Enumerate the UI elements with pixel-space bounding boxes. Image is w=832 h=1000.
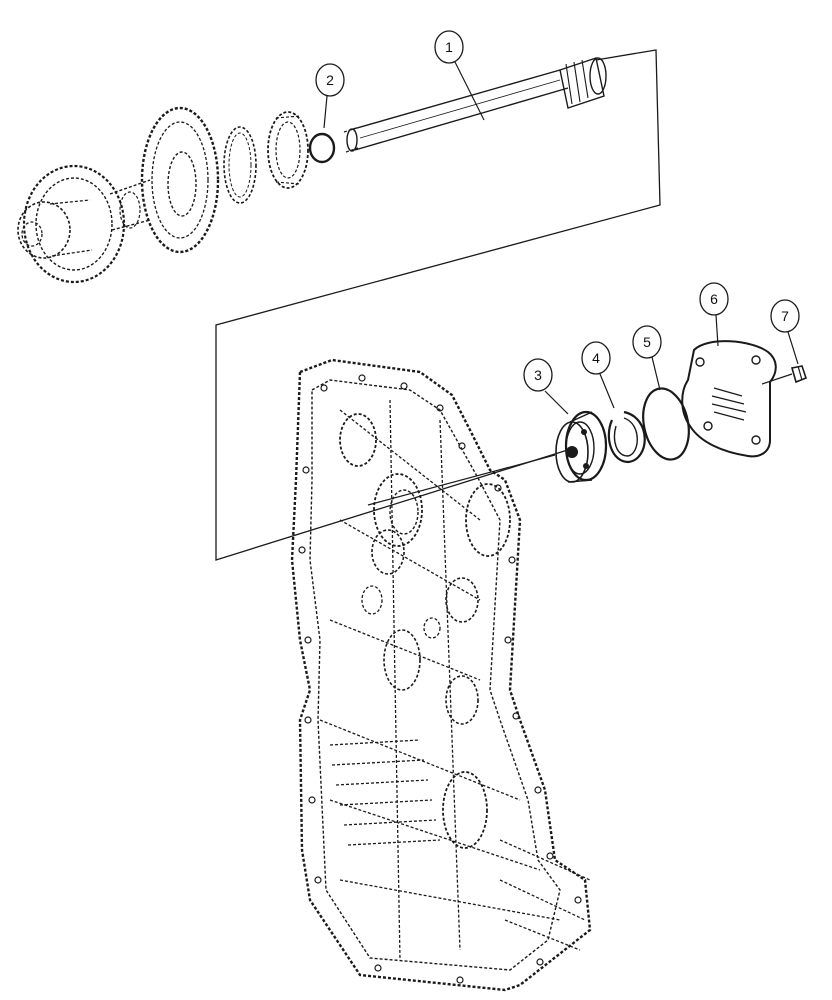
callout-4: 4	[581, 341, 615, 409]
callout-number: 2	[326, 72, 334, 88]
transmission-housing	[290, 358, 592, 992]
part-6-cover-plate	[681, 340, 777, 458]
callout-number: 1	[445, 39, 453, 55]
part-7-bolt	[761, 365, 807, 385]
callout-3: 3	[523, 358, 569, 415]
callout-5: 5	[632, 325, 662, 391]
callout-number: 7	[781, 308, 789, 324]
callout-number: 5	[643, 334, 651, 350]
callout-number: 3	[534, 367, 542, 383]
part-3-bearing	[555, 410, 608, 483]
part-2-o-ring	[308, 132, 336, 164]
part-5-o-ring	[642, 387, 690, 461]
callout-1: 1	[434, 30, 485, 121]
callout-number: 4	[592, 350, 600, 366]
callout-number: 6	[710, 291, 718, 307]
part-4-snap-ring	[607, 410, 646, 464]
upper-assembly-frame	[215, 49, 661, 561]
gear-cluster	[17, 106, 309, 284]
callout-2: 2	[315, 63, 345, 129]
callout-7: 7	[770, 299, 800, 365]
callout-6: 6	[699, 282, 729, 347]
part-1-shaft	[343, 57, 607, 153]
housing-bolt-holes	[298, 374, 582, 984]
